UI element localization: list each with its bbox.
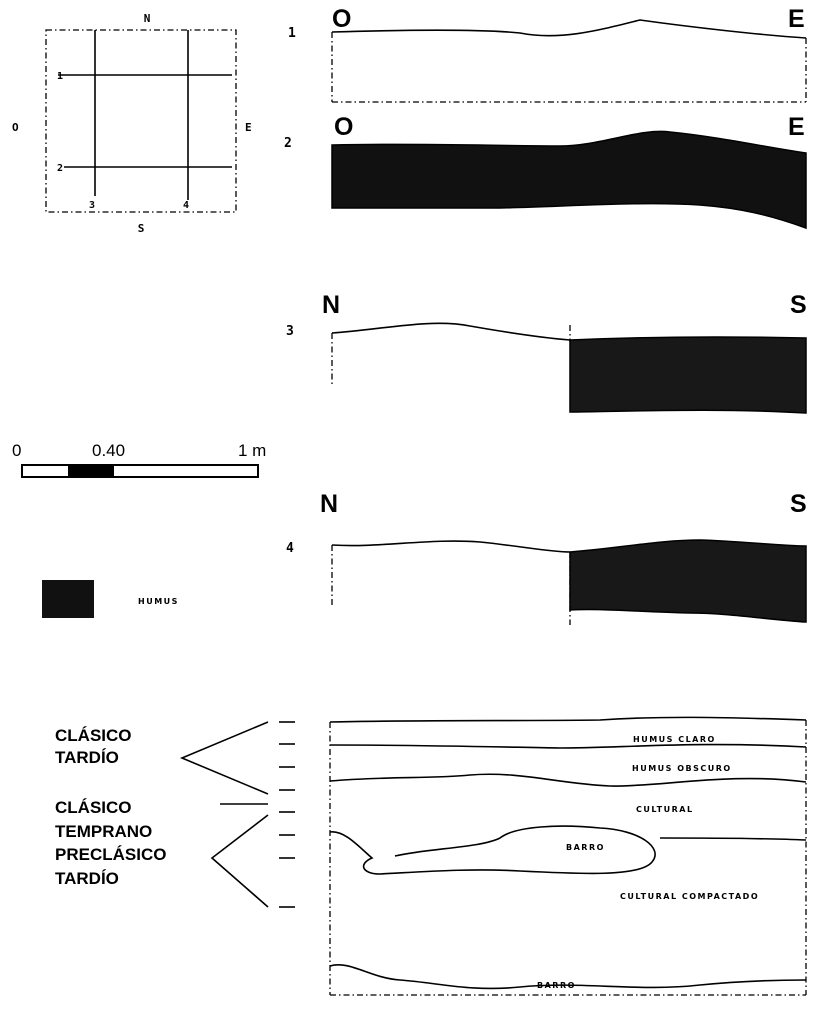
plan-east-label: E (245, 121, 252, 134)
boundary-barro-lens (329, 825, 656, 875)
plan-west-label: O (12, 121, 19, 134)
boundary-humus-obscuro (329, 773, 807, 787)
profile-3-left-label: N (322, 291, 340, 319)
legend: HUMUS (42, 580, 179, 618)
boundary-cultural-right (659, 837, 807, 841)
plan-line-1-label: 1 (57, 71, 63, 82)
plan-view: N S E O 1 2 3 4 (12, 12, 252, 235)
stratigraphy-section: CLÁSICO TARDÍO CLÁSICO TEMPRANO PRECLÁSI… (55, 716, 807, 996)
profile-3-right-label: S (790, 291, 807, 319)
scale-bar: 0 0.40 1 m (12, 441, 266, 478)
profile-1-left-label: O (332, 5, 351, 33)
plan-boundary (45, 29, 237, 213)
profile-4-surface (331, 540, 571, 553)
scale-start-label: 0 (12, 441, 21, 460)
boundary-barro-lower (329, 964, 807, 990)
period-label-1: CLÁSICO (55, 726, 132, 745)
boundary-surface (329, 716, 807, 723)
layer-label-humus-claro: HUMUS CLARO (633, 735, 716, 744)
period-label-2: TARDÍO (55, 748, 119, 767)
scale-end-label: 1 m (238, 441, 266, 460)
layer-label-cultural-compactado: CULTURAL COMPACTADO (620, 892, 759, 901)
period-label-6: TARDÍO (55, 869, 119, 888)
profile-2: 2 O E (284, 113, 807, 230)
profile-2-humus-layer (331, 130, 807, 230)
scale-bar-outline (21, 464, 259, 478)
plan-line-4-label: 4 (183, 200, 189, 211)
plan-line-2-label: 2 (57, 163, 63, 174)
period-label-3: CLÁSICO (55, 798, 132, 817)
profile-4-number: 4 (286, 541, 294, 556)
profile-2-right-label: E (788, 113, 805, 141)
profile-3-humus-layer (569, 336, 807, 414)
layer-label-barro-lower: BARRO (537, 981, 576, 990)
period-label-5: PRECLÁSICO (55, 845, 166, 864)
period-label-4: TEMPRANO (55, 822, 152, 841)
scale-bar-dark-segment (68, 465, 114, 477)
scale-mid-label: 0.40 (92, 441, 125, 460)
boundary-humus-claro (329, 743, 807, 749)
profile-2-left-label: O (334, 113, 353, 141)
layer-label-humus-obscuro: HUMUS OBSCURO (632, 764, 732, 773)
legend-humus-label: HUMUS (138, 597, 179, 606)
layer-label-cultural: CULTURAL (636, 805, 694, 814)
profile-1-number: 1 (288, 26, 296, 41)
profile-1: 1 O E (288, 5, 807, 103)
layer-label-barro: BARRO (566, 843, 605, 852)
profile-3: 3 N S (286, 291, 807, 414)
profile-4: 4 N S (286, 490, 807, 625)
profile-1-right-label: E (788, 5, 805, 33)
bracket-preclasico-tardio (210, 814, 269, 908)
plan-north-label: N (144, 12, 151, 25)
plan-line-3-label: 3 (89, 200, 95, 211)
profile-4-right-label: S (790, 490, 807, 518)
depth-ticks (279, 721, 295, 908)
legend-humus-swatch (42, 580, 94, 618)
profile-4-left-label: N (320, 490, 338, 518)
plan-south-label: S (138, 222, 145, 235)
profile-3-number: 3 (286, 324, 294, 339)
bracket-clasico-tardio (179, 721, 269, 795)
profile-1-surface (331, 19, 807, 39)
profile-4-humus-layer (569, 539, 807, 623)
profile-2-number: 2 (284, 136, 292, 151)
profile-3-surface (331, 322, 571, 341)
